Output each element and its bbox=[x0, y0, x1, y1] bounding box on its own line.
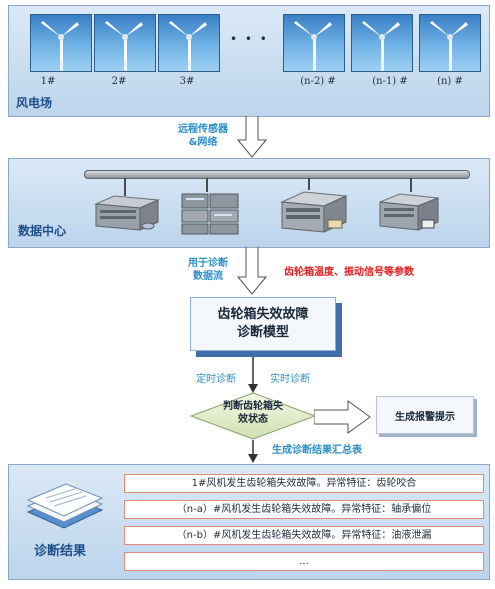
data-center-title: 数据中心 bbox=[18, 224, 67, 238]
turbine-label: (n) # bbox=[437, 76, 463, 87]
realtime-diagnosis-label: 实时诊断 bbox=[270, 374, 310, 385]
decision-line1: 判断齿轮箱失 bbox=[223, 401, 283, 412]
turbine-label: (n-2) # bbox=[300, 76, 336, 87]
documents-icon bbox=[26, 483, 104, 529]
dataflow-line2: 数据流 bbox=[193, 271, 223, 282]
bus-link bbox=[124, 178, 126, 196]
alarm-box: 生成报警提示 bbox=[376, 396, 474, 434]
server-rack-icon bbox=[181, 193, 239, 235]
result-row: （n-a）#风机发生齿轮箱失效故障。异常特征：轴承偏位 bbox=[124, 500, 484, 519]
summary-label: 生成诊断结果汇总表 bbox=[272, 445, 362, 456]
turbine-n-2-image bbox=[283, 14, 345, 72]
wind-farm-title: 风电场 bbox=[16, 96, 53, 110]
turbine-1-image bbox=[30, 14, 92, 72]
decision-line2: 效状态 bbox=[238, 414, 268, 425]
turbine-n-1-image bbox=[351, 14, 413, 72]
turbine-label: 3# bbox=[179, 76, 195, 87]
model-line2: 诊断模型 bbox=[236, 325, 289, 340]
turbine-label: 1# bbox=[40, 76, 56, 87]
decision-text: 判断齿轮箱失 效状态 bbox=[214, 400, 292, 426]
turbine-icon bbox=[294, 21, 332, 71]
result-row: 1#风机发生齿轮箱失效故障。异常特征：齿轮咬合 bbox=[124, 474, 484, 493]
scheduled-diagnosis-label: 定时诊断 bbox=[196, 374, 236, 385]
dataflow-label: 用于诊断 数据流 bbox=[178, 257, 238, 283]
sensor-network-line1: 远程传感器 bbox=[178, 124, 228, 135]
server-icon bbox=[379, 193, 439, 231]
sensor-network-line2: &网络 bbox=[188, 137, 218, 148]
bus-link bbox=[206, 178, 208, 192]
turbine-icon bbox=[105, 21, 143, 71]
parameter-note: 齿轮箱温度、振动信号等参数 bbox=[284, 267, 414, 278]
diagnosis-model-box: 齿轮箱失效故障 诊断模型 bbox=[190, 297, 336, 351]
server-icon bbox=[94, 195, 160, 231]
dataflow-line1: 用于诊断 bbox=[188, 258, 228, 269]
down-arrow-diagnosis bbox=[248, 354, 258, 393]
bus-link bbox=[410, 178, 412, 192]
turbine-label: 2# bbox=[111, 76, 127, 87]
turbine-icon bbox=[430, 21, 468, 71]
turbine-label: (n-1) # bbox=[372, 76, 408, 87]
turbine-3-image bbox=[158, 14, 220, 72]
turbine-icon bbox=[169, 21, 207, 71]
network-bus bbox=[84, 170, 470, 179]
alarm-label: 生成报警提示 bbox=[395, 411, 455, 423]
down-arrow-sensors bbox=[237, 116, 267, 158]
turbine-ellipsis: • • • bbox=[230, 32, 269, 46]
result-row: （n-b）#风机发生齿轮箱失效故障。异常特征：油液泄漏 bbox=[124, 526, 484, 545]
turbine-n-image bbox=[419, 14, 481, 72]
sensor-network-label: 远程传感器 &网络 bbox=[168, 123, 238, 149]
turbine-icon bbox=[362, 21, 400, 71]
turbine-2-image bbox=[94, 14, 156, 72]
server-icon bbox=[280, 191, 348, 233]
results-title: 诊断结果 bbox=[34, 544, 87, 559]
turbine-icon bbox=[41, 21, 79, 71]
result-row: ... bbox=[124, 552, 484, 571]
model-line1: 齿轮箱失效故障 bbox=[217, 307, 309, 322]
decision-diamond bbox=[190, 392, 316, 440]
right-arrow-alarm bbox=[314, 400, 371, 434]
down-arrow-dataflow bbox=[237, 247, 267, 295]
down-arrow-results bbox=[248, 440, 258, 463]
bus-link bbox=[308, 178, 310, 190]
